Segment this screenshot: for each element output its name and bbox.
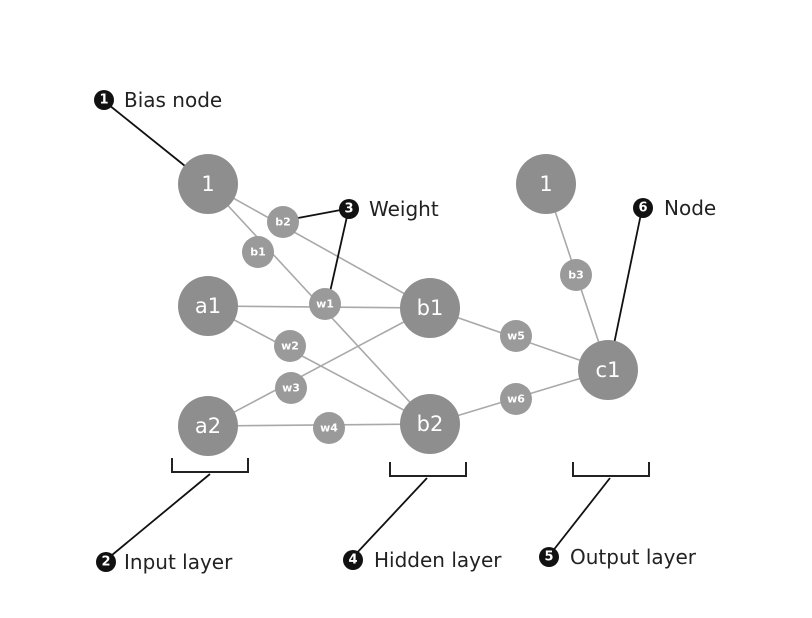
bias-node-input: 1 (178, 154, 238, 214)
edge-a2-b1 (207, 307, 431, 427)
weight-w3-label: w3 (282, 382, 300, 395)
weight-w3: w3 (275, 372, 307, 404)
hidden-node-b2-label: b2 (417, 412, 444, 436)
output-node-c1: c1 (578, 340, 638, 400)
callout-weight-label: Weight (369, 197, 439, 221)
callout-input-layer: 2 Input layer (96, 550, 233, 574)
weight-w5: w5 (500, 320, 532, 352)
output-node-c1-label: c1 (596, 358, 621, 382)
callout-weight: 3 Weight (339, 197, 439, 221)
input-layer-bracket (171, 458, 249, 473)
weight-b2-label: b2 (275, 216, 291, 229)
weight-w1-label: w1 (316, 298, 334, 311)
callout-input-layer-number: 2 (101, 555, 110, 570)
weight-w6: w6 (500, 383, 532, 415)
callout-hidden-layer-label: Hidden layer (374, 548, 502, 572)
callout-input-layer-label: Input layer (124, 550, 233, 574)
weight-w2-label: w2 (281, 340, 299, 353)
input-layer-leader (105, 473, 211, 561)
output-layer-leader (551, 477, 611, 553)
weight-w6-label: w6 (507, 393, 525, 406)
callout-hidden-layer-number: 4 (348, 553, 357, 568)
callout-output-layer-label: Output layer (570, 545, 697, 569)
weight-b3-label: b3 (568, 269, 584, 282)
weight-b3: b3 (560, 259, 592, 291)
callout-lines (103, 100, 643, 561)
hidden-node-b2: b2 (400, 394, 460, 454)
input-node-a2-label: a2 (195, 414, 221, 438)
callout-output-layer-number: 5 (544, 550, 553, 565)
weight-b2: b2 (267, 206, 299, 238)
input-node-a2: a2 (178, 396, 238, 456)
output-layer-bracket (572, 462, 650, 477)
input-node-a1: a1 (178, 276, 238, 336)
callout-node: 6 Node (633, 196, 716, 220)
hidden-layer-leader (353, 477, 428, 557)
weight-w1: w1 (309, 288, 341, 320)
callout-bias-node-label: Bias node (124, 88, 222, 112)
callout-bias-node-number: 1 (99, 93, 108, 108)
callout-weight-number: 3 (344, 202, 353, 217)
weight-b1-label: b1 (250, 246, 266, 259)
node-leader (613, 208, 643, 345)
layer-brackets (171, 458, 650, 477)
bias-node-hidden-label: 1 (539, 172, 552, 196)
bias-node-input-label: 1 (201, 172, 214, 196)
weight-w4-label: w4 (320, 422, 338, 435)
callout-node-number: 6 (638, 201, 647, 216)
callout-node-label: Node (664, 196, 716, 220)
callout-hidden-layer: 4 Hidden layer (343, 548, 502, 572)
weight-w5-label: w5 (507, 330, 525, 343)
bias-node-leader (103, 100, 191, 171)
weight-leader-w1 (329, 211, 349, 293)
callout-bias-node: 1 Bias node (94, 88, 222, 112)
weight-leader-b2 (297, 208, 347, 219)
edge-bias-b1 (207, 183, 431, 309)
weight-w2: w2 (274, 330, 306, 362)
edge-a1-b2 (207, 305, 431, 425)
weight-b1: b1 (242, 236, 274, 268)
input-node-a1-label: a1 (195, 294, 221, 318)
bias-node-hidden: 1 (516, 154, 576, 214)
hidden-layer-bracket (389, 462, 467, 477)
hidden-node-b1: b1 (400, 278, 460, 338)
weight-w4: w4 (313, 412, 345, 444)
hidden-node-b1-label: b1 (417, 296, 444, 320)
callout-output-layer: 5 Output layer (539, 545, 697, 569)
